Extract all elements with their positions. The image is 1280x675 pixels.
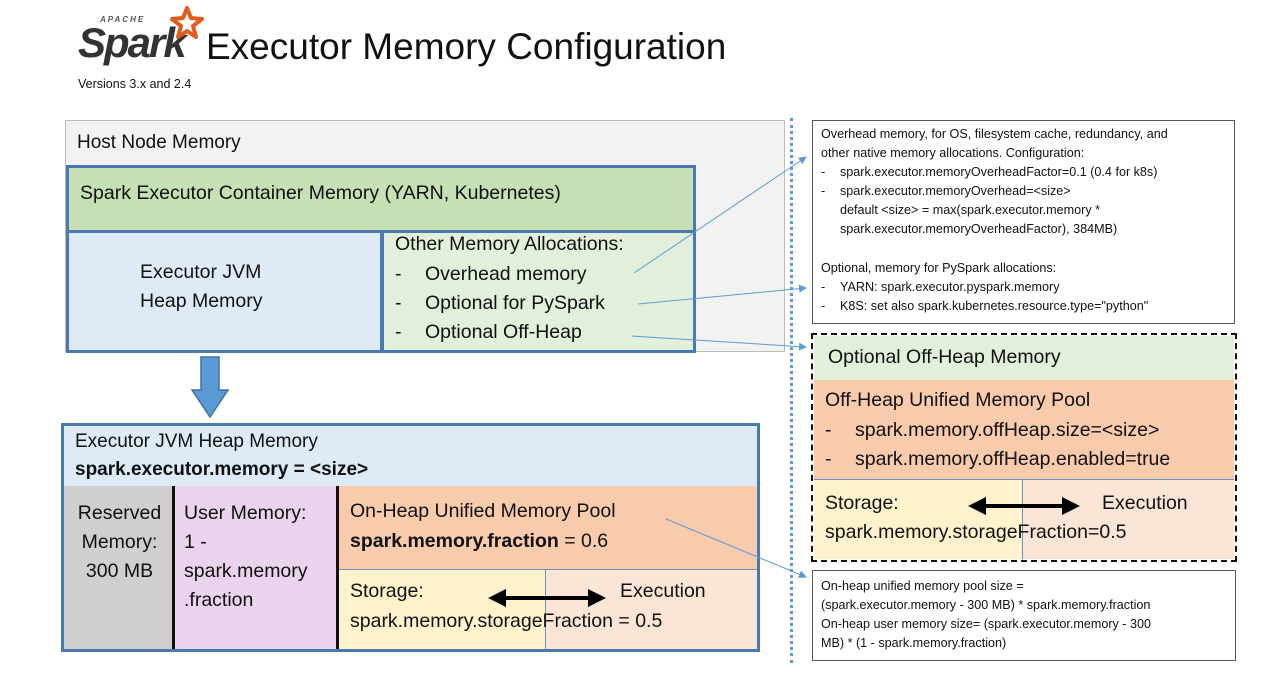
connector-pool-note — [665, 518, 807, 579]
onheap-storage-label: Storage: — [350, 580, 424, 602]
offheap-header-box — [814, 336, 1234, 380]
list-dash: - — [821, 299, 826, 313]
note-line: -YARN: spark.executor.pyspark.memory — [821, 278, 1060, 297]
vertical-divider — [790, 118, 793, 663]
onheap-pool-title: On-Heap Unified Memory Pool — [350, 500, 616, 522]
offheap-item-label: spark.memory.offHeap.size=<size> — [855, 419, 1160, 441]
jvm-heap-label-line1: Executor JVM — [140, 261, 262, 283]
offheap-dashed-border — [811, 333, 1237, 562]
note-line: On-heap user memory size= (spark.executo… — [821, 617, 1152, 631]
offheap-execution-box — [1023, 479, 1234, 559]
offheap-storage-fraction: spark.memory.storageFraction=0.5 — [825, 521, 1127, 543]
connector-overhead — [633, 156, 807, 274]
other-allocations-box — [381, 230, 696, 353]
note-line: (spark.executor.memory - 300 MB) * spark… — [821, 598, 1151, 612]
spark-star-icon — [170, 6, 204, 39]
note-line: spark.executor.memoryOverheadFactor), 38… — [840, 222, 1118, 236]
onheap-storage-fraction: spark.memory.storageFraction = 0.5 — [350, 610, 663, 632]
other-allocations-title: Other Memory Allocations: — [395, 233, 624, 255]
list-dash: - — [821, 184, 826, 198]
logo-apache-text: APACHE — [100, 15, 146, 24]
note-line: other native memory allocations. Configu… — [821, 146, 1085, 160]
note-text: K8S: set also spark.kubernetes.resource.… — [840, 299, 1149, 313]
container-label: Spark Executor Container Memory (YARN, K… — [80, 182, 561, 204]
note-line: -spark.executor.memoryOverhead=<size> — [821, 182, 1071, 201]
offheap-pool-title: Off-Heap Unified Memory Pool — [825, 389, 1091, 411]
reserved-line: Reserved — [77, 502, 162, 524]
memory-fraction-config: spark.memory.fraction = 0.6 — [350, 530, 608, 553]
note-text: spark.executor.memoryOverhead=<size> — [840, 184, 1071, 198]
offheap-arrowhead-left — [968, 497, 986, 515]
onheap-arrowhead-right — [588, 589, 606, 607]
offheap-execution-label: Execution — [1102, 492, 1188, 514]
offheap-item-label: spark.memory.offHeap.enabled=true — [855, 448, 1171, 470]
offheap-item-enabled: - spark.memory.offHeap.enabled=true — [825, 448, 1170, 471]
list-dash: - — [395, 292, 402, 314]
note-line: Optional, memory for PySpark allocations… — [821, 261, 1057, 275]
other-item-label: Optional Off-Heap — [425, 321, 582, 343]
user-line: User Memory: — [184, 502, 307, 524]
note-text: spark.executor.memoryOverheadFactor=0.1 … — [840, 165, 1158, 179]
down-arrow-icon — [190, 356, 230, 419]
note-line: On-heap unified memory pool size = — [821, 579, 1024, 593]
container-header-box — [66, 165, 696, 232]
onheap-execution-box — [546, 569, 757, 649]
executor-memory-config: spark.executor.memory = <size> — [75, 459, 368, 481]
onheap-execution-label: Execution — [620, 580, 706, 602]
other-item-overhead: - Overhead memory — [395, 263, 586, 286]
note-line: default <size> = max(spark.executor.memo… — [840, 203, 1101, 217]
memory-fraction-value: = 0.6 — [558, 530, 609, 552]
offheap-title: Optional Off-Heap Memory — [828, 346, 1061, 368]
onheap-storage-box — [339, 569, 546, 649]
user-line: spark.memory — [184, 560, 308, 582]
note-line: -spark.executor.memoryOverheadFactor=0.1… — [821, 163, 1157, 182]
list-dash: - — [825, 419, 832, 441]
jvm-heap-label-line2: Heap Memory — [140, 290, 263, 312]
page-title: Executor Memory Configuration — [206, 26, 727, 67]
offheap-arrowhead-right — [1062, 497, 1080, 515]
spark-logo: APACHE Spark — [74, 6, 204, 70]
other-item-label: Optional for PySpark — [425, 292, 605, 314]
user-line: 1 - — [184, 531, 207, 553]
connector-pyspark — [637, 284, 807, 305]
reserved-memory-box — [64, 486, 175, 649]
offheap-storage-box — [814, 479, 1023, 559]
other-item-offheap: - Optional Off-Heap — [395, 321, 582, 344]
reserved-memory-label: Reserved Memory: 300 MB — [64, 499, 175, 586]
executor-memory-value: = <size> — [288, 459, 369, 480]
user-memory-box — [175, 486, 339, 649]
offheap-storage-label: Storage: — [825, 492, 899, 514]
executor-heap-label: Executor JVM Heap Memory — [75, 431, 318, 452]
overhead-note-box — [812, 120, 1235, 324]
note-text: YARN: spark.executor.pyspark.memory — [840, 280, 1060, 294]
host-node-label: Host Node Memory — [77, 132, 241, 153]
list-dash: - — [821, 165, 826, 179]
other-item-pyspark: - Optional for PySpark — [395, 292, 605, 315]
connector-offheap — [631, 335, 807, 351]
jvm-heap-label: Executor JVM Heap Memory — [140, 258, 262, 316]
pool-size-note-box — [812, 570, 1236, 661]
page-subtitle: Versions 3.x and 2.4 — [78, 77, 192, 91]
executor-memory-key: spark.executor.memory — [75, 459, 289, 480]
list-dash: - — [821, 280, 826, 294]
reserved-line: Memory: — [81, 531, 158, 553]
reserved-line: 300 MB — [85, 560, 154, 582]
user-line: .fraction — [184, 589, 254, 611]
other-item-label: Overhead memory — [425, 263, 587, 285]
list-dash: - — [395, 321, 402, 343]
note-line: MB) * (1 - spark.memory.fraction) — [821, 636, 1007, 650]
list-dash: - — [395, 263, 402, 285]
note-line: Overhead memory, for OS, filesystem cach… — [821, 127, 1168, 141]
jvm-heap-box — [66, 230, 383, 353]
user-memory-label: User Memory: 1 - spark.memory .fraction — [184, 499, 308, 615]
memory-fraction-key: spark.memory.fraction — [350, 530, 559, 552]
list-dash: - — [825, 448, 832, 470]
note-line: -K8S: set also spark.kubernetes.resource… — [821, 297, 1148, 316]
logo-spark-text: Spark — [78, 19, 187, 66]
offheap-pool-box — [814, 380, 1234, 479]
onheap-arrowhead-left — [488, 589, 506, 607]
offheap-item-size: - spark.memory.offHeap.size=<size> — [825, 419, 1159, 442]
